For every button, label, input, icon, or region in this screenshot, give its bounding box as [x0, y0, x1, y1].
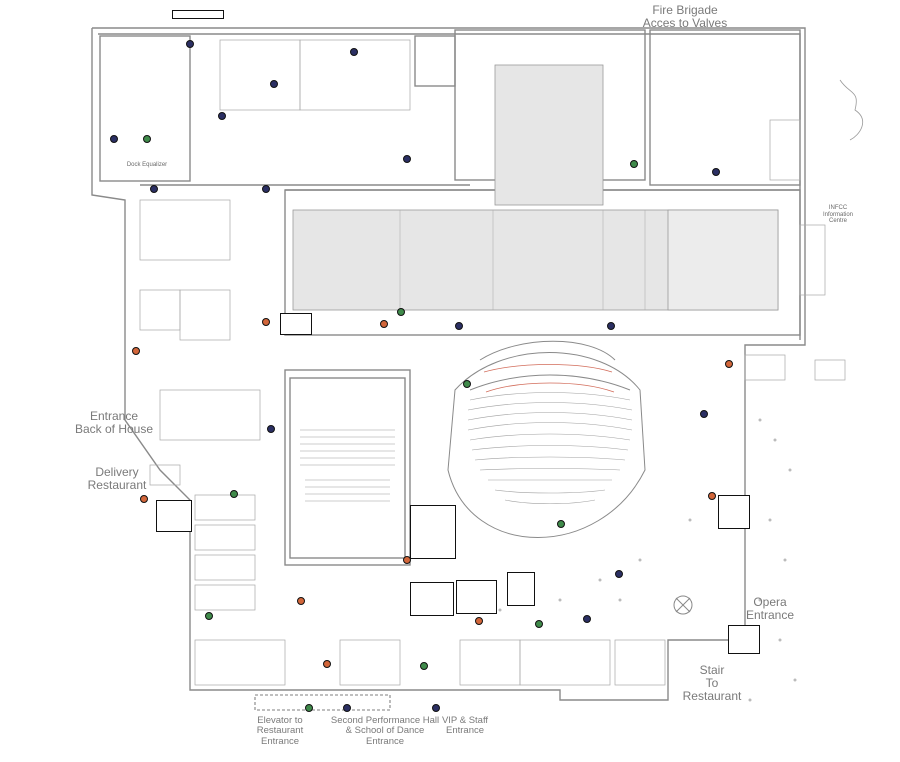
device-marker[interactable] [132, 347, 140, 355]
auditorium-outline [447, 352, 646, 538]
device-tag [456, 580, 497, 614]
device-tag [507, 572, 535, 606]
device-marker[interactable] [262, 318, 270, 326]
device-marker[interactable] [218, 112, 226, 120]
device-tag [410, 505, 456, 559]
second-hall-seating [300, 429, 395, 502]
device-marker[interactable] [305, 704, 313, 712]
device-marker[interactable] [607, 322, 615, 330]
delivery-restaurant-label: Delivery Restaurant [87, 465, 147, 493]
device-marker[interactable] [455, 322, 463, 330]
elevator-to-restaurant-label: Elevator to Restaurant Entrance [256, 715, 304, 747]
device-marker[interactable] [475, 617, 483, 625]
dock-equalizer-label: Dock Equalizer [126, 162, 168, 168]
device-marker[interactable] [343, 704, 351, 712]
device-marker[interactable] [350, 48, 358, 56]
device-tag [172, 10, 224, 19]
device-marker[interactable] [267, 425, 275, 433]
device-marker[interactable] [725, 360, 733, 368]
device-marker[interactable] [403, 155, 411, 163]
vip-staff-entrance-label: VIP & Staff Entrance [441, 715, 489, 737]
device-marker[interactable] [380, 320, 388, 328]
device-marker[interactable] [323, 660, 331, 668]
device-marker[interactable] [708, 492, 716, 500]
device-marker[interactable] [397, 308, 405, 316]
device-tag [410, 582, 454, 616]
stair-to-restaurant-label: Stair To Restaurant [682, 663, 742, 704]
rear-stage [494, 64, 604, 206]
device-marker[interactable] [583, 615, 591, 623]
device-marker[interactable] [463, 380, 471, 388]
seating-rows [467, 392, 633, 505]
landscape-marks [498, 418, 797, 702]
device-marker[interactable] [700, 410, 708, 418]
device-marker[interactable] [150, 185, 158, 193]
device-marker[interactable] [420, 662, 428, 670]
fire-brigade-label: Fire Brigade Acces to Valves [642, 3, 728, 31]
building-outline [91, 27, 806, 701]
device-marker[interactable] [432, 704, 440, 712]
device-marker[interactable] [630, 160, 638, 168]
device-marker[interactable] [615, 570, 623, 578]
opera-entrance-label: Opera Entrance [745, 595, 795, 623]
second-performance-hall-label: Second Performance Hall & School of Danc… [330, 715, 440, 747]
device-marker[interactable] [143, 135, 151, 143]
device-marker[interactable] [230, 490, 238, 498]
entrance-back-of-house-label: Entrance Back of House [74, 409, 154, 437]
information-centre-label: INFCC Information Centre [822, 205, 853, 225]
device-marker[interactable] [712, 168, 720, 176]
device-marker[interactable] [535, 620, 543, 628]
device-tag [280, 313, 312, 335]
device-tag [718, 495, 750, 529]
device-marker[interactable] [270, 80, 278, 88]
device-marker[interactable] [297, 597, 305, 605]
side-stage [667, 209, 779, 311]
device-marker[interactable] [140, 495, 148, 503]
device-marker[interactable] [205, 612, 213, 620]
device-marker[interactable] [262, 185, 270, 193]
device-marker[interactable] [557, 520, 565, 528]
device-marker[interactable] [186, 40, 194, 48]
device-marker[interactable] [110, 135, 118, 143]
device-marker[interactable] [403, 556, 411, 564]
device-tag [156, 500, 192, 532]
device-tag [728, 625, 760, 654]
